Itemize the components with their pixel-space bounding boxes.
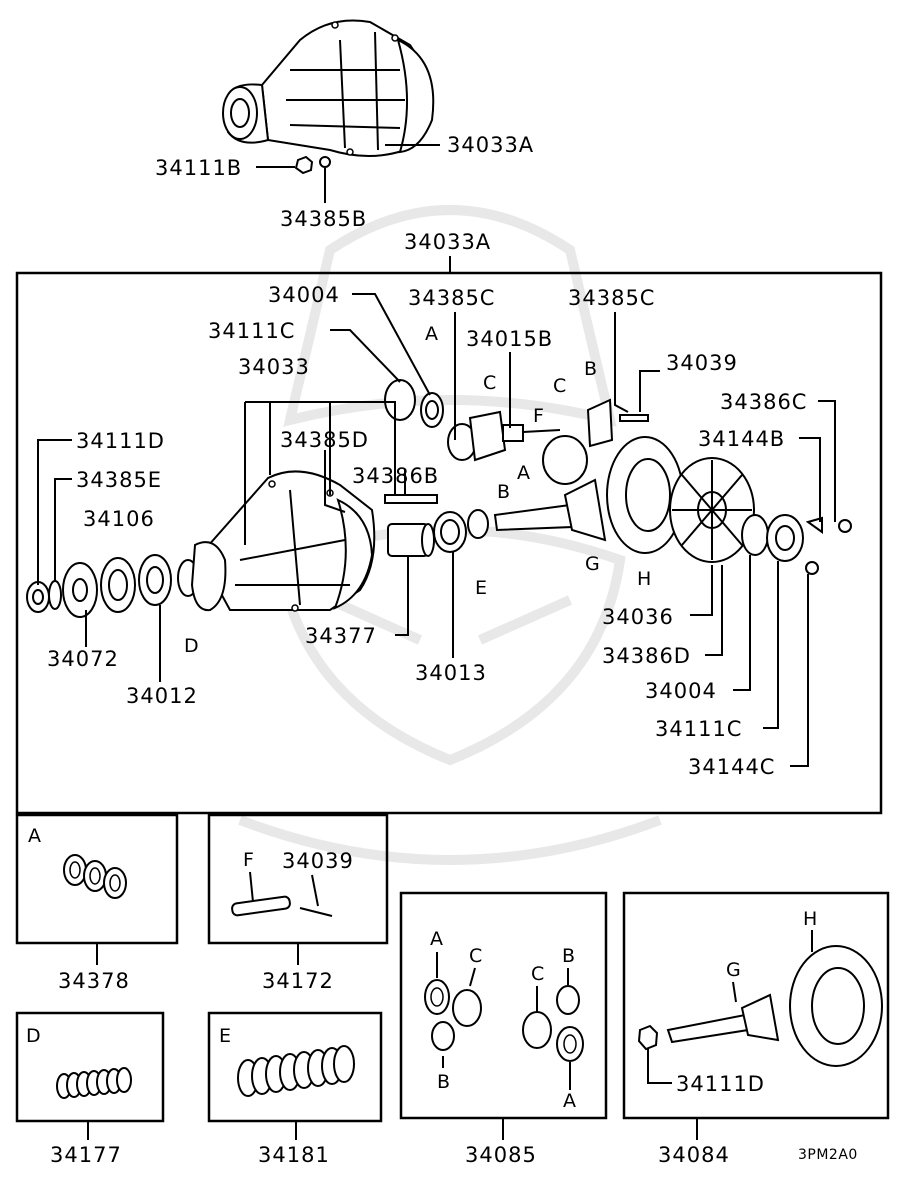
letter-h: H <box>637 568 651 590</box>
kit-34084-nut-label: 34111D <box>676 1072 765 1096</box>
callout-34012: 34012 <box>126 684 198 708</box>
top-differential-assembly <box>222 19 435 175</box>
top-assembly-label: 34033A <box>447 133 534 157</box>
callout-34385c-right: 34385C <box>568 286 655 310</box>
kit-34181-letter: E <box>219 1025 231 1047</box>
letter-d: D <box>184 635 199 657</box>
washer-34385b-label: 34385B <box>280 207 367 231</box>
kit-34172-part-no: 34172 <box>262 969 334 993</box>
main-exploded-parts <box>26 379 852 618</box>
callout-34111d: 34111D <box>76 429 165 453</box>
kit-34084-box <box>622 891 890 1120</box>
callout-34144c: 34144C <box>688 755 775 779</box>
callout-34111c-top: 34111C <box>208 319 295 343</box>
callout-34013: 34013 <box>415 661 487 685</box>
kit-34085-letter-c-left: C <box>469 945 482 967</box>
letter-c-right: C <box>553 375 566 397</box>
kit-34172-parts <box>231 871 333 917</box>
kit-34085-gears <box>424 952 584 1090</box>
kit-34084-part-no: 34084 <box>658 1143 730 1167</box>
callout-34111c-bottom: 34111C <box>655 717 742 741</box>
kit-34084-letter-g: G <box>726 959 741 981</box>
callout-34036: 34036 <box>602 605 674 629</box>
kit-34085-letter-b-right: B <box>562 945 575 967</box>
kit-34378-letter: A <box>28 825 41 847</box>
kit-34084-nut-leader <box>647 1049 672 1084</box>
main-box-title: 34033A <box>404 230 491 254</box>
callout-34377: 34377 <box>305 624 377 648</box>
callout-34033: 34033 <box>238 355 310 379</box>
kit-34177-part-no: 34177 <box>50 1143 122 1167</box>
letter-g: G <box>585 553 600 575</box>
callout-34106: 34106 <box>83 507 155 531</box>
callout-34015b: 34015B <box>466 327 553 351</box>
kit-34085-letter-a-top: A <box>430 928 443 950</box>
letter-b-top: B <box>584 358 597 380</box>
callout-34144b: 34144B <box>698 427 785 451</box>
kit-34177-shims <box>56 1067 132 1099</box>
kit-34181-part-no: 34181 <box>258 1143 330 1167</box>
callout-34072: 34072 <box>47 647 119 671</box>
callout-34004-bottom: 34004 <box>645 679 717 703</box>
letter-e: E <box>475 577 487 599</box>
letter-b-bottom: B <box>497 481 510 503</box>
nut-34111b-label: 34111B <box>155 156 242 180</box>
kit-34084-gears <box>637 930 883 1067</box>
kit-34172-letter-f: F <box>243 849 254 871</box>
kit-34177-letter: D <box>26 1025 41 1047</box>
main-box-leaders <box>37 293 836 767</box>
kit-34085-letter-b-bottom: B <box>437 1071 450 1093</box>
letter-a-top: A <box>425 323 438 345</box>
main-exploded-view-box <box>15 271 883 815</box>
callout-34386b: 34386B <box>352 464 439 488</box>
diagram-code: 3PM2A0 <box>798 1147 858 1163</box>
callout-34385c-left: 34385C <box>408 286 495 310</box>
kit-34084-letter-h: H <box>803 908 817 930</box>
callout-34039: 34039 <box>666 351 738 375</box>
kit-34378-part-no: 34378 <box>58 969 130 993</box>
kit-34177-box <box>15 1011 165 1123</box>
kit-34085-part-no: 34085 <box>465 1143 537 1167</box>
callout-34385d: 34385D <box>280 428 369 452</box>
letter-c-left: C <box>483 372 496 394</box>
callout-34385e: 34385E <box>76 468 162 492</box>
kit-34085-letter-a-bottom: A <box>563 1090 576 1112</box>
letter-f: F <box>533 405 544 427</box>
kit-34378-parts <box>63 854 127 899</box>
kit-34085-letter-c-right: C <box>531 963 544 985</box>
callout-34004-top: 34004 <box>268 283 340 307</box>
letter-a-mid: A <box>517 462 530 484</box>
callout-34386c: 34386C <box>720 390 807 414</box>
callout-34386d: 34386D <box>602 644 691 668</box>
kit-34181-shims <box>237 1045 355 1097</box>
kit-34172-label-34039: 34039 <box>282 849 354 873</box>
